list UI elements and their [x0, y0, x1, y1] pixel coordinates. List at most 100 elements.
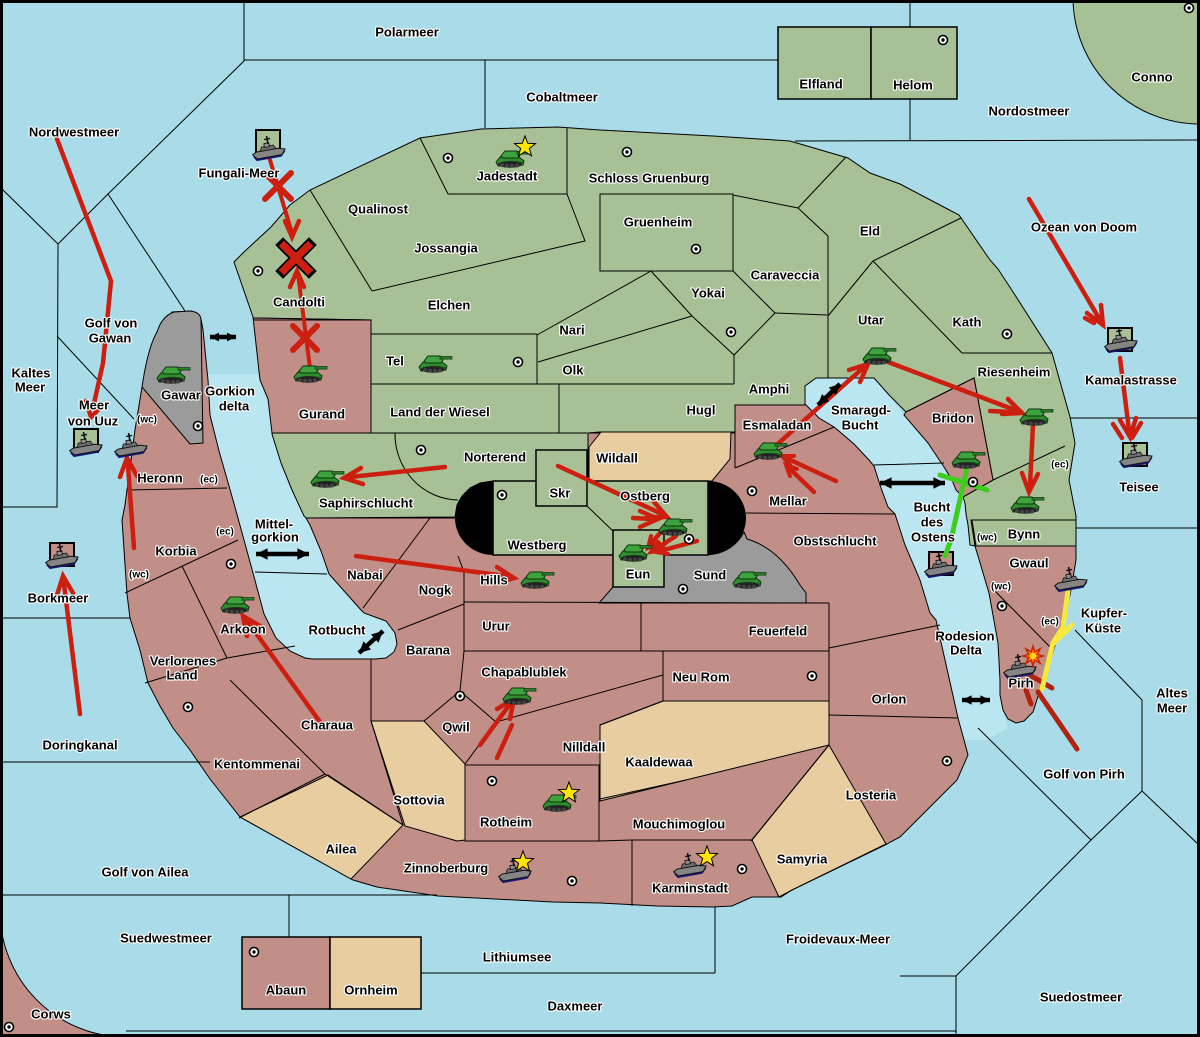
svg-text:Barana: Barana — [406, 643, 451, 658]
svg-text:(ec): (ec) — [216, 527, 234, 538]
svg-text:Sottovia: Sottovia — [393, 793, 445, 808]
svg-text:Eun: Eun — [626, 567, 651, 582]
svg-text:Ailea: Ailea — [325, 842, 357, 857]
svg-text:Helom: Helom — [893, 78, 933, 93]
svg-text:Froidevaux-Meer: Froidevaux-Meer — [786, 932, 890, 947]
svg-text:Lithiumsee: Lithiumsee — [483, 950, 552, 965]
svg-text:Bynn: Bynn — [1008, 527, 1041, 542]
svg-text:Hills: Hills — [480, 573, 507, 588]
svg-text:Yokai: Yokai — [691, 286, 725, 301]
svg-text:delta: delta — [219, 399, 250, 414]
svg-text:Obstschlucht: Obstschlucht — [793, 534, 877, 549]
svg-text:Zinnoberburg: Zinnoberburg — [404, 861, 489, 876]
svg-text:Suedwestmeer: Suedwestmeer — [120, 931, 212, 946]
svg-text:Charaua: Charaua — [301, 718, 354, 733]
svg-text:Sund: Sund — [694, 568, 727, 583]
svg-text:Wildall: Wildall — [596, 451, 638, 466]
svg-text:Jossangia: Jossangia — [414, 241, 478, 256]
svg-text:Bucht: Bucht — [914, 500, 952, 515]
svg-text:Borkmeer: Borkmeer — [28, 591, 89, 606]
svg-text:Bucht: Bucht — [842, 418, 880, 433]
svg-text:Korbia: Korbia — [155, 544, 197, 559]
svg-text:(ec): (ec) — [200, 475, 218, 486]
svg-text:Mellar: Mellar — [769, 494, 807, 509]
svg-text:Conno: Conno — [1131, 70, 1172, 85]
svg-text:Gruenheim: Gruenheim — [624, 215, 693, 230]
svg-text:Nilldall: Nilldall — [563, 740, 606, 755]
svg-text:Qwil: Qwil — [442, 720, 469, 735]
svg-text:Saphirschlucht: Saphirschlucht — [319, 496, 414, 511]
svg-text:Meer: Meer — [1157, 701, 1187, 716]
svg-text:Doringkanal: Doringkanal — [42, 738, 117, 753]
svg-text:Rodesion: Rodesion — [935, 629, 994, 644]
svg-text:Gurand: Gurand — [299, 407, 345, 422]
svg-text:(wc): (wc) — [977, 533, 997, 544]
svg-text:Golf von: Golf von — [85, 316, 138, 331]
svg-text:Fungali-Meer: Fungali-Meer — [199, 166, 280, 181]
svg-text:Kamalastrasse: Kamalastrasse — [1085, 373, 1177, 388]
svg-text:Cobaltmeer: Cobaltmeer — [526, 90, 598, 105]
svg-text:Arkoon: Arkoon — [220, 622, 266, 637]
svg-text:von Uuz: von Uuz — [68, 414, 119, 429]
svg-text:(wc): (wc) — [991, 582, 1011, 593]
svg-text:Caraveccia: Caraveccia — [751, 268, 820, 283]
svg-text:Qualinost: Qualinost — [348, 202, 409, 217]
svg-text:gorkion: gorkion — [251, 530, 299, 545]
svg-text:Golf von Pirh: Golf von Pirh — [1043, 767, 1125, 782]
svg-text:Rotheim: Rotheim — [480, 815, 532, 830]
svg-text:Kaaldewaa: Kaaldewaa — [625, 755, 693, 770]
svg-text:des: des — [921, 515, 943, 530]
svg-text:Esmaladan: Esmaladan — [743, 418, 812, 433]
svg-text:Kath: Kath — [953, 315, 982, 330]
svg-text:Elfland: Elfland — [799, 77, 842, 92]
svg-text:Heronn: Heronn — [137, 471, 183, 486]
svg-text:Schloss Gruenburg: Schloss Gruenburg — [589, 171, 710, 186]
svg-text:Ozean von Doom: Ozean von Doom — [1031, 220, 1137, 235]
svg-text:Kaltes: Kaltes — [11, 366, 50, 381]
svg-text:Pirh: Pirh — [1008, 676, 1033, 691]
svg-text:Ornheim: Ornheim — [344, 983, 397, 998]
svg-text:Bridon: Bridon — [932, 411, 974, 426]
svg-text:Jadestadt: Jadestadt — [477, 169, 538, 184]
svg-text:Nordostmeer: Nordostmeer — [989, 104, 1070, 119]
svg-text:Nordwestmeer: Nordwestmeer — [29, 125, 119, 140]
svg-text:Delta: Delta — [950, 643, 983, 658]
svg-text:Altes: Altes — [1156, 686, 1188, 701]
svg-text:Küste: Küste — [1085, 621, 1121, 636]
svg-text:Suedostmeer: Suedostmeer — [1040, 990, 1122, 1005]
svg-text:Teisee: Teisee — [1119, 480, 1159, 495]
svg-text:Losteria: Losteria — [846, 788, 897, 803]
svg-text:Mouchimoglou: Mouchimoglou — [633, 817, 725, 832]
svg-text:Gawar: Gawar — [161, 388, 201, 403]
svg-text:(wc): (wc) — [137, 415, 157, 426]
svg-text:Norterend: Norterend — [464, 450, 526, 465]
svg-text:Polarmeer: Polarmeer — [375, 25, 439, 40]
svg-text:(ec): (ec) — [1051, 460, 1069, 471]
svg-text:Gorkion: Gorkion — [205, 384, 255, 399]
svg-text:Chapablublek: Chapablublek — [481, 665, 567, 680]
svg-text:Verlorenes: Verlorenes — [150, 654, 217, 669]
svg-text:Skr: Skr — [550, 486, 571, 501]
svg-text:Gwaul: Gwaul — [1009, 556, 1048, 571]
svg-text:Nabai: Nabai — [347, 568, 382, 583]
svg-text:Daxmeer: Daxmeer — [548, 999, 603, 1014]
svg-text:Kupfer-: Kupfer- — [1081, 606, 1127, 621]
svg-text:Land: Land — [166, 668, 197, 683]
svg-text:(wc): (wc) — [129, 570, 149, 581]
svg-text:(ec): (ec) — [1041, 617, 1059, 628]
svg-text:Corws: Corws — [31, 1007, 71, 1022]
svg-text:Westberg: Westberg — [508, 538, 567, 553]
svg-text:Gawan: Gawan — [89, 331, 132, 346]
svg-text:Nogk: Nogk — [419, 583, 452, 598]
svg-text:Urur: Urur — [482, 619, 509, 634]
svg-text:Abaun: Abaun — [266, 983, 307, 998]
svg-text:Neu Rom: Neu Rom — [672, 670, 729, 685]
svg-text:Riesenheim: Riesenheim — [978, 365, 1051, 380]
svg-text:Ostberg: Ostberg — [620, 489, 670, 504]
svg-text:Orlon: Orlon — [872, 692, 907, 707]
svg-text:Amphi: Amphi — [749, 382, 789, 397]
svg-text:Olk: Olk — [563, 363, 585, 378]
svg-text:Utar: Utar — [858, 313, 884, 328]
svg-text:Karminstadt: Karminstadt — [652, 881, 729, 896]
svg-text:Meer: Meer — [15, 380, 45, 395]
